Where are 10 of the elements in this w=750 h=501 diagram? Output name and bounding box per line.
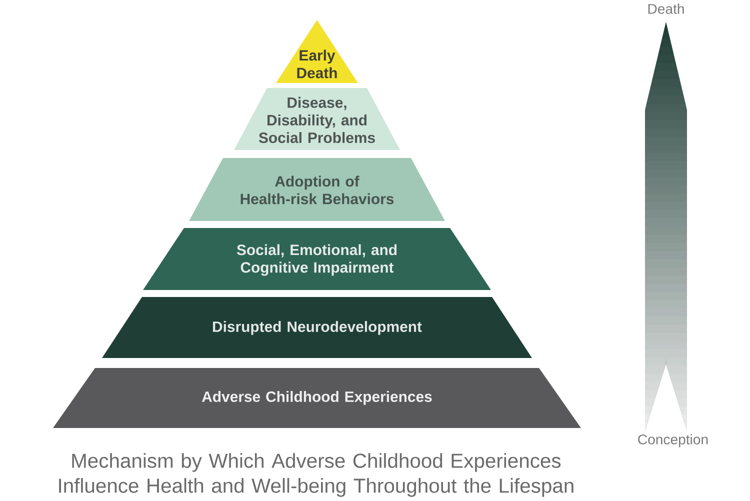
pyramid-tier: Disrupted Neurodevelopment [102, 296, 532, 358]
pyramid-tier: Social, Emotional, and Cognitive Impairment [143, 228, 491, 290]
end-label: Conception [638, 434, 708, 448]
arrow [645, 22, 687, 431]
pyramid-tier: Disease, Disability, and Social Problems [234, 88, 400, 150]
pyramid-tier: Adoption of Health-risk Behaviors [189, 158, 445, 221]
pyramid-tier: Early Death [276, 20, 358, 83]
caption: Mechanism by Which Adverse Childhood Experiences Influence Health and Well-being Throughout the Lifespan [59, 453, 574, 497]
end-label: Death [648, 4, 684, 14]
pyramid-tier: Adverse Childhood Experiences [53, 368, 581, 428]
